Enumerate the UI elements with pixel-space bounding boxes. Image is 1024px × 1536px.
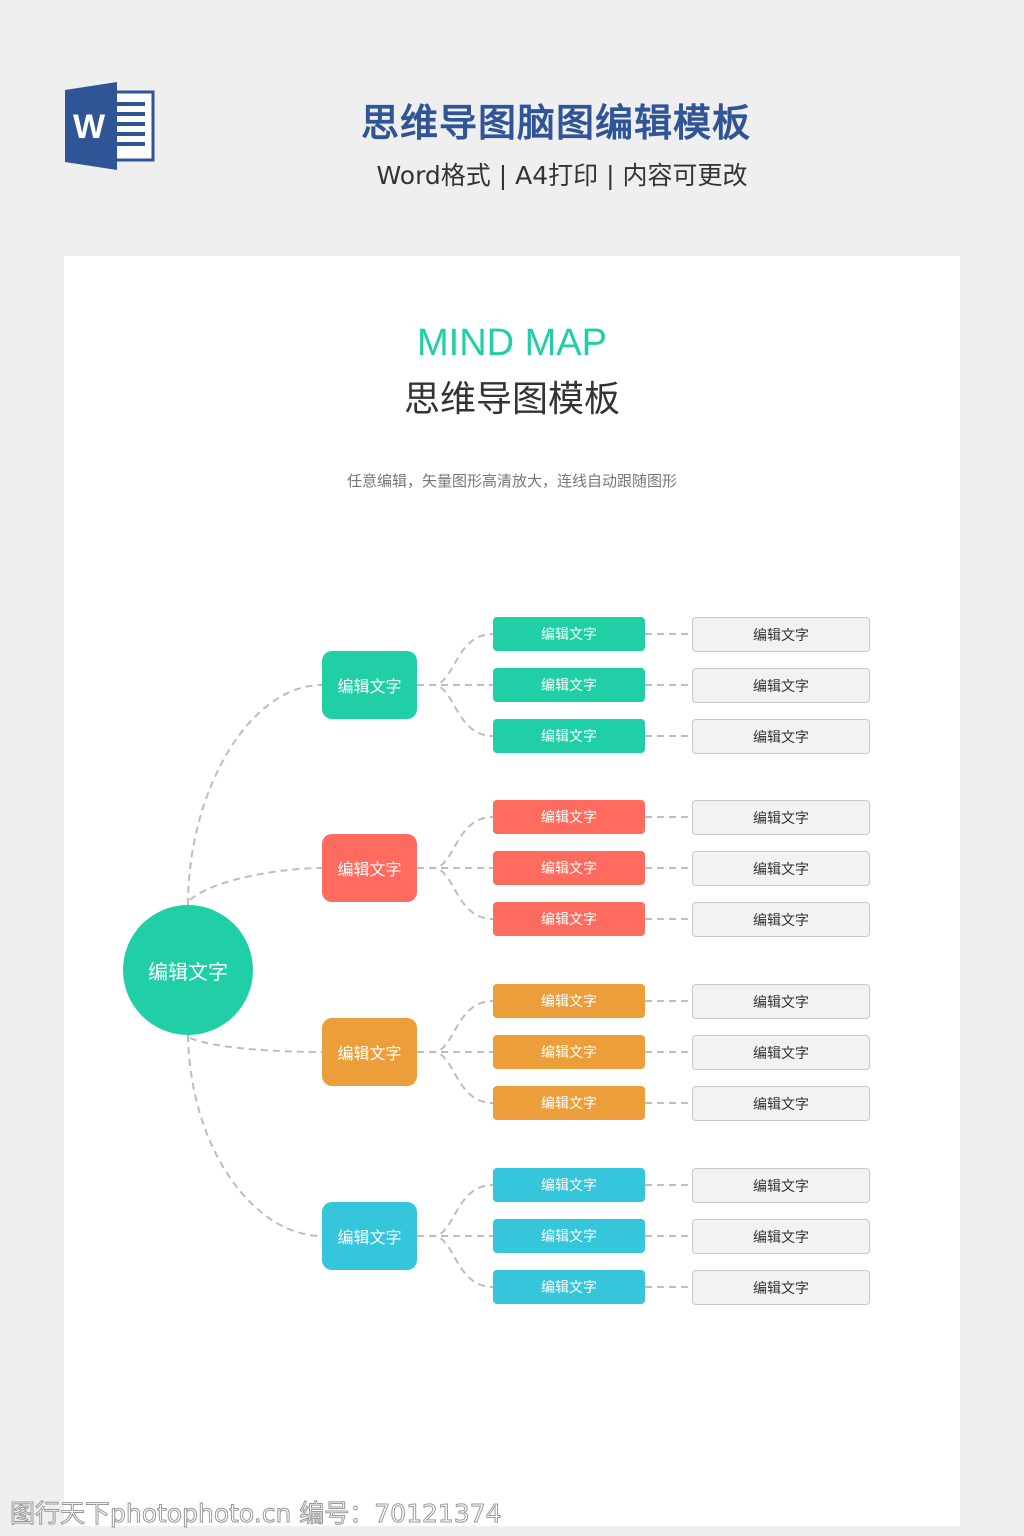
- branch-child-connector: [417, 684, 494, 737]
- leaf-node[interactable]: 编辑文字: [692, 800, 870, 835]
- word-icon: W: [65, 82, 155, 170]
- mindmap-description: 任意编辑，矢量图形高清放大，连线自动跟随图形: [346, 472, 677, 490]
- svg-text:W: W: [73, 108, 106, 146]
- watermark: 图行天下photophoto.cn 编号：70121374: [10, 1499, 503, 1529]
- root-branch-connector: [189, 1037, 323, 1053]
- branch-node[interactable]: 编辑文字: [322, 1202, 417, 1270]
- branch-child-connector: [417, 816, 494, 869]
- branch-child-connector: [417, 1235, 494, 1288]
- branch-node[interactable]: 编辑文字: [322, 834, 417, 902]
- leaf-node[interactable]: 编辑文字: [692, 1270, 870, 1305]
- branch-node[interactable]: 编辑文字: [322, 651, 417, 719]
- child-node[interactable]: 编辑文字: [493, 800, 645, 834]
- child-node[interactable]: 编辑文字: [493, 851, 645, 885]
- leaf-node[interactable]: 编辑文字: [692, 1219, 870, 1254]
- child-node[interactable]: 编辑文字: [493, 668, 645, 702]
- leaf-node[interactable]: 编辑文字: [692, 851, 870, 886]
- branch-child-connector: [417, 633, 494, 686]
- leaf-node[interactable]: 编辑文字: [692, 1035, 870, 1070]
- root-branch-connector: [189, 867, 323, 901]
- branch-node[interactable]: 编辑文字: [322, 1018, 417, 1086]
- branch-child-connector: [417, 867, 494, 920]
- branch-child-connector: [417, 1051, 494, 1104]
- leaf-node[interactable]: 编辑文字: [692, 617, 870, 652]
- mindmap-title: MIND MAP: [417, 322, 607, 364]
- leaf-node[interactable]: 编辑文字: [692, 1168, 870, 1203]
- child-node[interactable]: 编辑文字: [493, 902, 645, 936]
- child-node[interactable]: 编辑文字: [493, 984, 645, 1018]
- child-node[interactable]: 编辑文字: [493, 1168, 645, 1202]
- child-node[interactable]: 编辑文字: [493, 1219, 645, 1253]
- leaf-node[interactable]: 编辑文字: [692, 668, 870, 703]
- child-node[interactable]: 编辑文字: [493, 1270, 645, 1304]
- child-node[interactable]: 编辑文字: [493, 617, 645, 651]
- mindmap-subtitle: 思维导图模板: [403, 379, 620, 420]
- root-branch-connector: [187, 1034, 323, 1237]
- header-subtitle: Word格式 | A4打印 | 内容可更改: [376, 161, 748, 190]
- leaf-node[interactable]: 编辑文字: [692, 984, 870, 1019]
- leaf-node[interactable]: 编辑文字: [692, 902, 870, 937]
- child-node[interactable]: 编辑文字: [493, 719, 645, 753]
- child-node[interactable]: 编辑文字: [493, 1035, 645, 1069]
- root-node[interactable]: 编辑文字: [123, 905, 253, 1035]
- branch-child-connector: [417, 1184, 494, 1237]
- document-page: [64, 256, 960, 1526]
- root-branch-connector: [187, 684, 323, 906]
- child-node[interactable]: 编辑文字: [493, 1086, 645, 1120]
- leaf-node[interactable]: 编辑文字: [692, 719, 870, 754]
- leaf-node[interactable]: 编辑文字: [692, 1086, 870, 1121]
- header-title: 思维导图脑图编辑模板: [360, 101, 751, 145]
- branch-child-connector: [417, 1000, 494, 1053]
